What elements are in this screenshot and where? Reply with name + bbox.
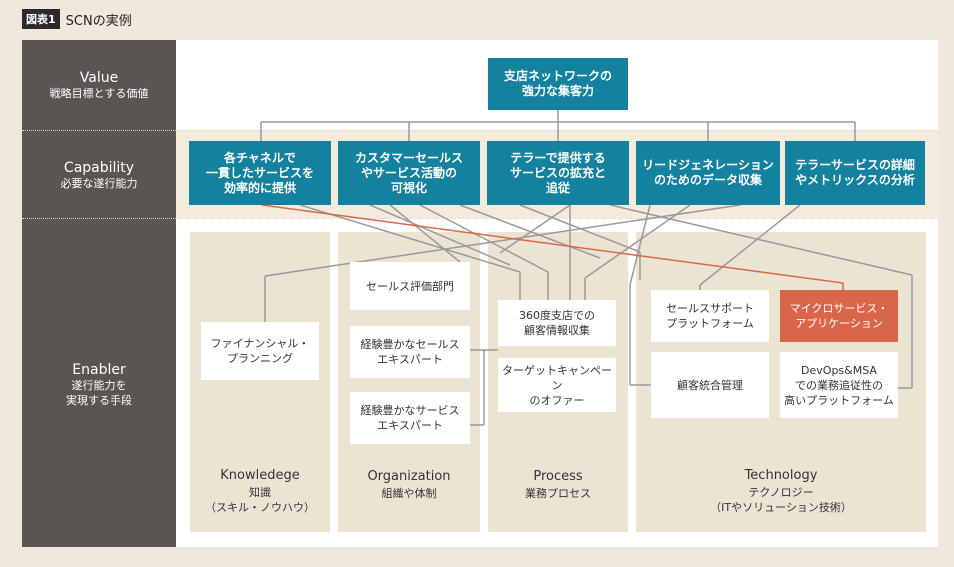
- value-box-line1: 支店ネットワークの: [503, 69, 612, 83]
- enabler-line: プランニング: [227, 352, 293, 365]
- capability-line: テラーで提供する: [510, 150, 606, 165]
- column-label-en: Process: [533, 468, 583, 484]
- column-label-knowledge: Knowledege 知識 （スキル・ノウハウ）: [190, 464, 330, 518]
- enabler-devops-msa-platform: DevOps&MSA での業務追従性の 高いプラットフォーム: [780, 352, 898, 418]
- enabler-sales-experts: 経験豊かなセールス エキスパート: [350, 326, 470, 378]
- capability-line: 一貫したサービスを: [205, 165, 314, 180]
- enabler-line: ターゲットキャンペーン: [502, 363, 612, 392]
- column-label-jp: （スキル・ノウハウ）: [205, 501, 315, 514]
- figure-title: 図表1 SCNの実例: [22, 8, 132, 30]
- column-label-technology: Technology テクノロジー （ITやソリューション技術）: [636, 464, 926, 518]
- enabler-line: マイクロサービス・: [789, 302, 889, 315]
- value-box-line2: 強力な集客力: [521, 84, 594, 98]
- enabler-line: エキスパート: [377, 353, 443, 366]
- capability-box-lead-generation: リードジェネレーション のためのデータ収集: [636, 141, 780, 205]
- row-label-enabler-jp1: 遂行能力を: [71, 379, 127, 392]
- row-label-value: Value 戦略目標とする価値: [22, 62, 176, 108]
- column-label-en: Organization: [367, 468, 451, 484]
- value-box: 支店ネットワークの 強力な集客力: [488, 58, 628, 110]
- row-label-enabler: Enabler 遂行能力を 実現する手段: [22, 352, 176, 418]
- row-label-value-en: Value: [79, 69, 119, 86]
- enabler-line: DevOps&MSA: [801, 363, 877, 377]
- enabler-360-customer-info: 360度支店での 顧客情報収集: [498, 300, 616, 346]
- enabler-column-knowledge: [190, 232, 330, 532]
- column-label-en: Technology: [744, 468, 818, 483]
- enabler-line: 顧客情報収集: [524, 324, 590, 337]
- capability-line: リードジェネレーション: [642, 158, 774, 172]
- capability-line: カスタマーセールス: [354, 150, 463, 165]
- column-label-jp: 業務プロセス: [525, 486, 591, 500]
- capability-line: 効率的に提供: [223, 180, 296, 195]
- column-label-process: Process 業務プロセス: [488, 464, 628, 504]
- capability-box-omnichannel: 各チャネルで 一貫したサービスを 効率的に提供: [189, 141, 331, 205]
- enabler-line: ファイナンシャル・: [210, 337, 310, 350]
- row-label-sidebar: [22, 40, 176, 547]
- figure-title-text: SCNの実例: [65, 13, 132, 29]
- capability-line: 追従: [545, 180, 570, 195]
- row-label-capability-en: Capability: [63, 159, 135, 176]
- row-label-capability-jp: 必要な遂行能力: [60, 176, 138, 190]
- enabler-line: 高いプラットフォーム: [784, 393, 894, 407]
- enabler-line: 顧客統合管理: [677, 378, 743, 392]
- row-separator: [22, 130, 938, 131]
- column-label-jp: 知識: [249, 486, 271, 499]
- column-label-jp: テクノロジー: [748, 486, 814, 499]
- column-label-en: Knowledege: [220, 468, 300, 483]
- enabler-sales-support-platform: セールスサポート プラットフォーム: [651, 290, 769, 342]
- column-label-jp: 組織や体制: [381, 486, 437, 500]
- capability-line: やサービス活動の: [360, 165, 457, 180]
- capability-line: 各チャネルで: [224, 150, 296, 165]
- row-label-value-jp: 戦略目標とする価値: [49, 86, 149, 100]
- enabler-line: のオファー: [529, 393, 585, 407]
- enabler-line: での業務追従性の: [795, 378, 883, 392]
- enabler-customer-integration-mgmt: 顧客統合管理: [651, 352, 769, 418]
- enabler-financial-planning: ファイナンシャル・ プランニング: [201, 322, 319, 380]
- enabler-line: エキスパート: [377, 419, 443, 432]
- column-label-jp: （ITやソリューション技術）: [710, 501, 852, 514]
- capability-box-metrics-analysis: テラーサービスの詳細 やメトリックスの分析: [785, 141, 925, 205]
- capability-line: やメトリックスの分析: [795, 173, 915, 187]
- capability-box-visualization: カスタマーセールス やサービス活動の 可視化: [338, 141, 480, 205]
- enabler-service-experts: 経験豊かなサービス エキスパート: [350, 392, 470, 444]
- enabler-line: 経験豊かなサービス: [360, 404, 460, 417]
- row-label-enabler-jp2: 実現する手段: [66, 394, 132, 407]
- row-label-capability: Capability 必要な遂行能力: [22, 152, 176, 198]
- enabler-line: セールス評価部門: [366, 279, 454, 293]
- row-label-enabler-en: Enabler: [72, 362, 126, 378]
- enabler-line: セールスサポート: [666, 302, 754, 315]
- enabler-line: アプリケーション: [795, 317, 883, 330]
- capability-line: 可視化: [390, 180, 427, 195]
- enabler-microservice-application: マイクロサービス・ アプリケーション: [780, 290, 898, 342]
- enabler-line: プラットフォーム: [666, 317, 754, 330]
- enabler-line: 360度支店での: [519, 309, 595, 322]
- enabler-sales-evaluation-dept: セールス評価部門: [350, 262, 470, 310]
- capability-line: サービスの拡充と: [509, 165, 606, 180]
- column-label-organization: Organization 組織や体制: [338, 464, 480, 504]
- capability-line: のためのデータ収集: [653, 173, 762, 187]
- enabler-line: 経験豊かなセールス: [360, 338, 460, 351]
- row-separator: [22, 218, 938, 219]
- capability-line: テラーサービスの詳細: [795, 158, 915, 172]
- figure-badge: 図表1: [22, 9, 60, 29]
- enabler-target-campaign: ターゲットキャンペーン のオファー: [498, 358, 616, 412]
- capability-box-teller-service: テラーで提供する サービスの拡充と 追従: [487, 141, 629, 205]
